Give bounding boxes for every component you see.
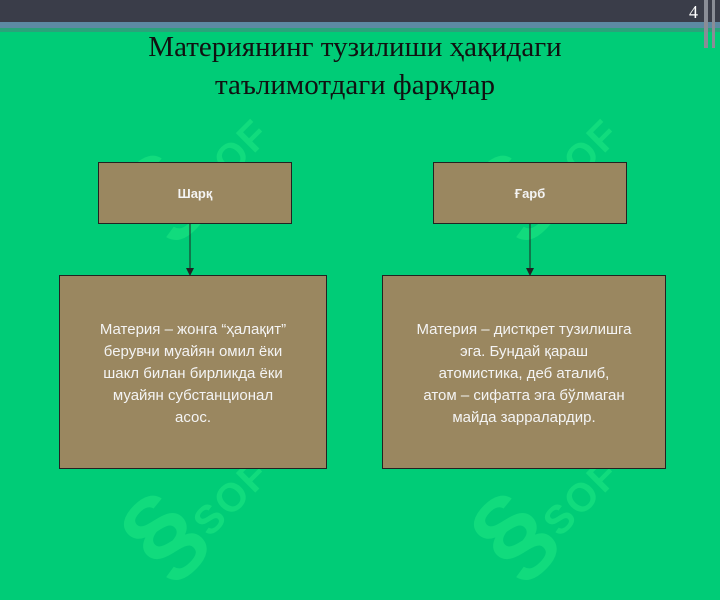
corner-frame-2 xyxy=(712,0,715,48)
top-bar xyxy=(0,0,720,22)
east-heading-box: Шарқ xyxy=(98,162,292,224)
west-heading-box: Ғарб xyxy=(433,162,627,224)
top-bar-stripe-2 xyxy=(0,28,720,32)
connector-arrows xyxy=(186,224,534,276)
corner-frame xyxy=(704,0,708,48)
text-line: муайян субстанционал xyxy=(112,387,274,404)
top-bar-stripe xyxy=(0,22,720,28)
text-line: атомистика, деб аталиб, xyxy=(438,365,610,382)
title-line: таълимотдаги фарқлар xyxy=(214,69,496,101)
east-heading: Шарқ xyxy=(177,185,213,201)
text-line: берувчи муайян омил ёки xyxy=(103,343,283,360)
text-line: асос. xyxy=(174,409,212,426)
text-line: майда зарралардир. xyxy=(452,409,596,426)
east-description-box: Материя – жонга “ҳалақит” берувчи муайян… xyxy=(59,275,327,469)
text-line: шакл билан бирликда ёки xyxy=(103,365,283,382)
west-description-box: Материя – дисткрет тузилишга эга. Бундай… xyxy=(382,275,666,469)
title-line: Материянинг тузилиши ҳақидаги xyxy=(148,31,562,63)
text-line: Материя – дисткрет тузилишга xyxy=(416,321,632,338)
west-heading: Ғарб xyxy=(514,185,546,201)
slide-number: 4 xyxy=(689,2,698,22)
slide-title: Материянинг тузилиши ҳақидаги таълимотда… xyxy=(60,28,650,104)
text-line: атом – сифатга эга бўлмаган xyxy=(423,387,625,404)
text-line: эга. Бундай қараш xyxy=(459,343,589,360)
text-line: Материя – жонга “ҳалақит” xyxy=(99,321,287,338)
